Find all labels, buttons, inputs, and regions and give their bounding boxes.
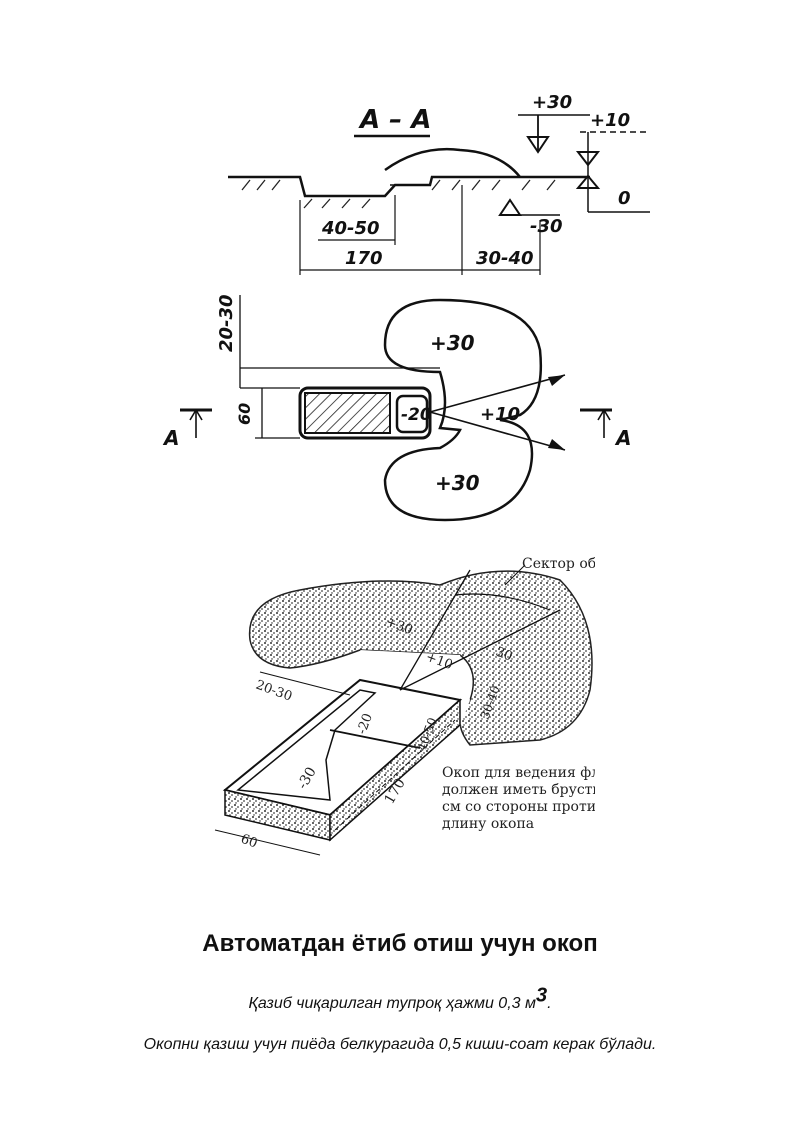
iso-note-line-4: длину окопа	[442, 816, 534, 832]
section-title: А – А	[358, 105, 431, 135]
iso-right30: 30	[494, 645, 515, 665]
dim-170: 170	[345, 248, 383, 269]
volume-end: .	[547, 995, 552, 1012]
plan-level-plus10: +10	[480, 404, 520, 425]
iso-dim-60: 60	[239, 832, 260, 852]
level-plus30: +30	[532, 92, 572, 113]
iso-minus20: -20	[355, 712, 376, 737]
level-plus10: +10	[590, 110, 630, 131]
plan-view: -20 20-30 60 +30 +10 +30 А А	[162, 294, 631, 522]
plan-dim-60: 60	[235, 403, 254, 425]
section-mark-left: А	[162, 426, 179, 450]
iso-view: Сектор об +30 +10 30 20-30 -20 40-50 30-…	[214, 545, 625, 856]
plan-level-plus30-top: +30	[430, 331, 475, 355]
caption-title: Автоматдан ётиб отиш учун окоп	[202, 930, 598, 957]
plan-level-minus20: -20	[401, 405, 432, 425]
iso-note-line-1: Окоп для ведения фл	[442, 765, 600, 781]
caption-labor: Окопни қазиш учун пиёда белкурагида 0,5 …	[143, 1036, 657, 1053]
section-mark-right: А	[614, 426, 631, 450]
volume-text: Қазиб чиқарилган тупроқ ҳажми 0,3 м	[248, 995, 536, 1012]
level-zero: 0	[618, 188, 631, 209]
iso-dim-20-30: 20-30	[254, 678, 294, 705]
volume-exponent: 3	[535, 984, 548, 1007]
section-view: А – А +30 +10 0 -30	[228, 92, 650, 275]
plan-level-plus30-bottom: +30	[435, 471, 480, 495]
level-minus30: -30	[530, 216, 563, 237]
plan-dim-20-30: 20-30	[216, 294, 237, 352]
caption-volume: Қазиб чиқарилган тупроқ ҳажми 0,3 м3.	[0, 986, 800, 1013]
iso-sector-label: Сектор об	[522, 556, 596, 572]
dim-40-50: 40-50	[321, 218, 380, 239]
trench-drawing: А – А +30 +10 0 -30	[162, 92, 650, 856]
iso-note-line-2: должен иметь бруств	[442, 782, 600, 798]
iso-note-line-3: см со стороны проти	[442, 799, 596, 815]
dim-30-40: 30-40	[476, 248, 534, 269]
